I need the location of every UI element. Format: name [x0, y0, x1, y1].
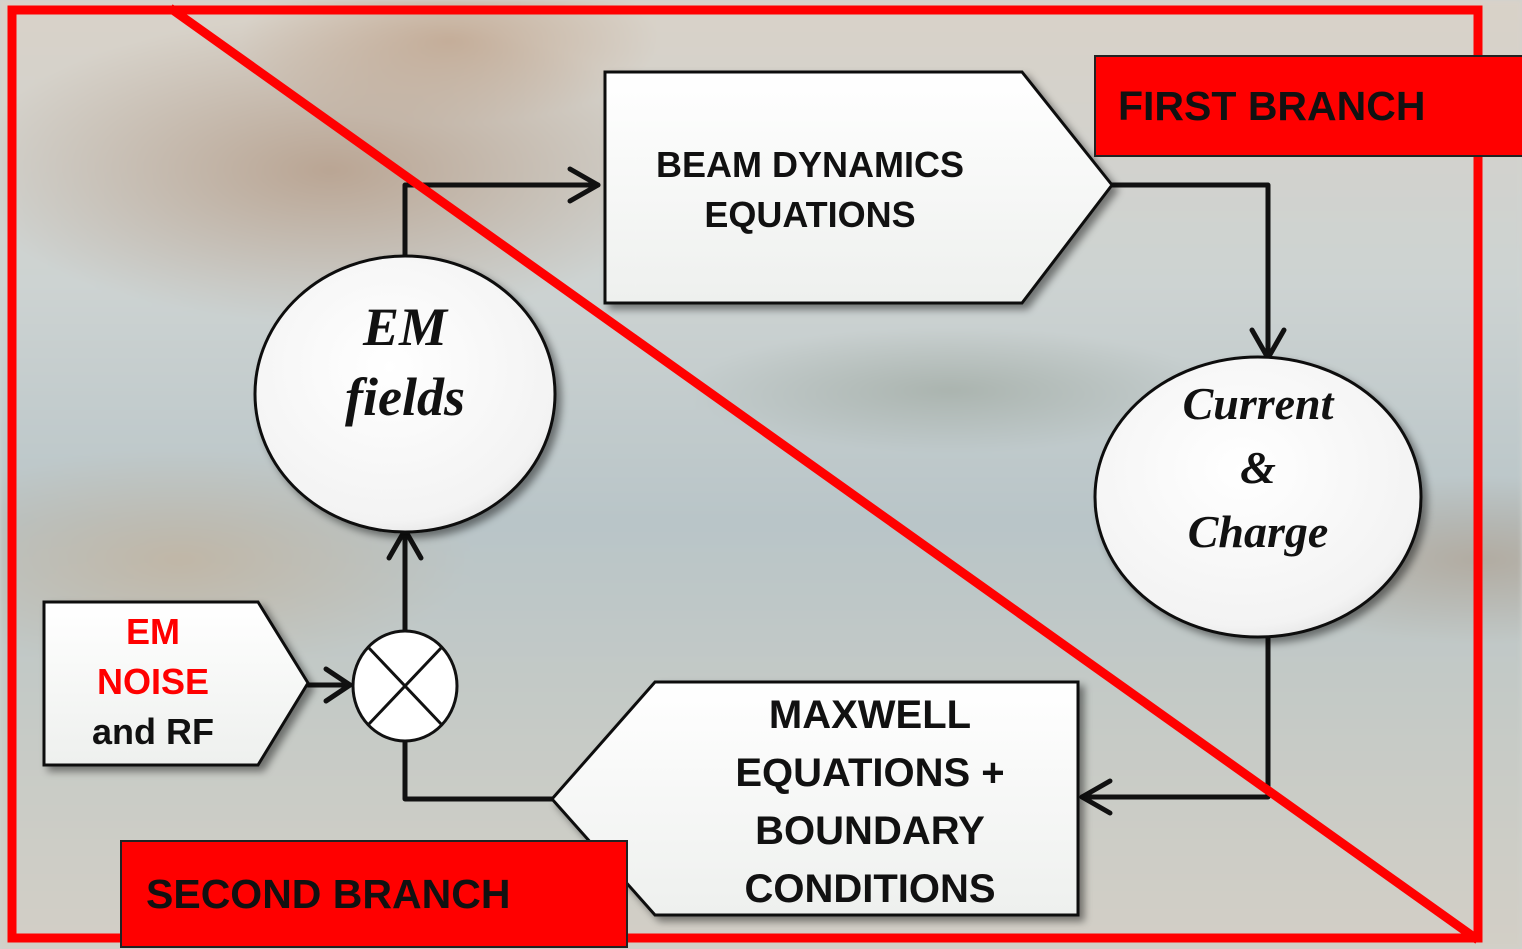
branch-divider-line [167, 4, 1481, 944]
noise-box [42, 600, 310, 767]
outer-frame [7, 5, 1483, 943]
arrow-maxwell-to-mixer [402, 737, 555, 802]
connectors [305, 166, 1287, 816]
arrowhead-beam [567, 166, 601, 204]
first-branch-label: FIRST BRANCH [1094, 55, 1522, 157]
mixer-icon [351, 629, 459, 743]
beam-dynamics-box [603, 70, 1114, 305]
first-branch-text: FIRST BRANCH [1118, 82, 1426, 129]
maxwell-box [549, 680, 1080, 917]
current-charge-node [1093, 355, 1423, 639]
second-branch-text: SECOND BRANCH [146, 870, 511, 917]
arrow-current-to-maxwell [1079, 633, 1271, 800]
second-branch-label: SECOND BRANCH [120, 840, 628, 948]
em-fields-node [253, 254, 557, 534]
arrowhead-mixer [323, 666, 353, 704]
arrowhead-maxwell [1079, 778, 1113, 816]
arrow-fields-to-beam [402, 182, 601, 259]
arrow-beam-to-current [1109, 182, 1271, 361]
